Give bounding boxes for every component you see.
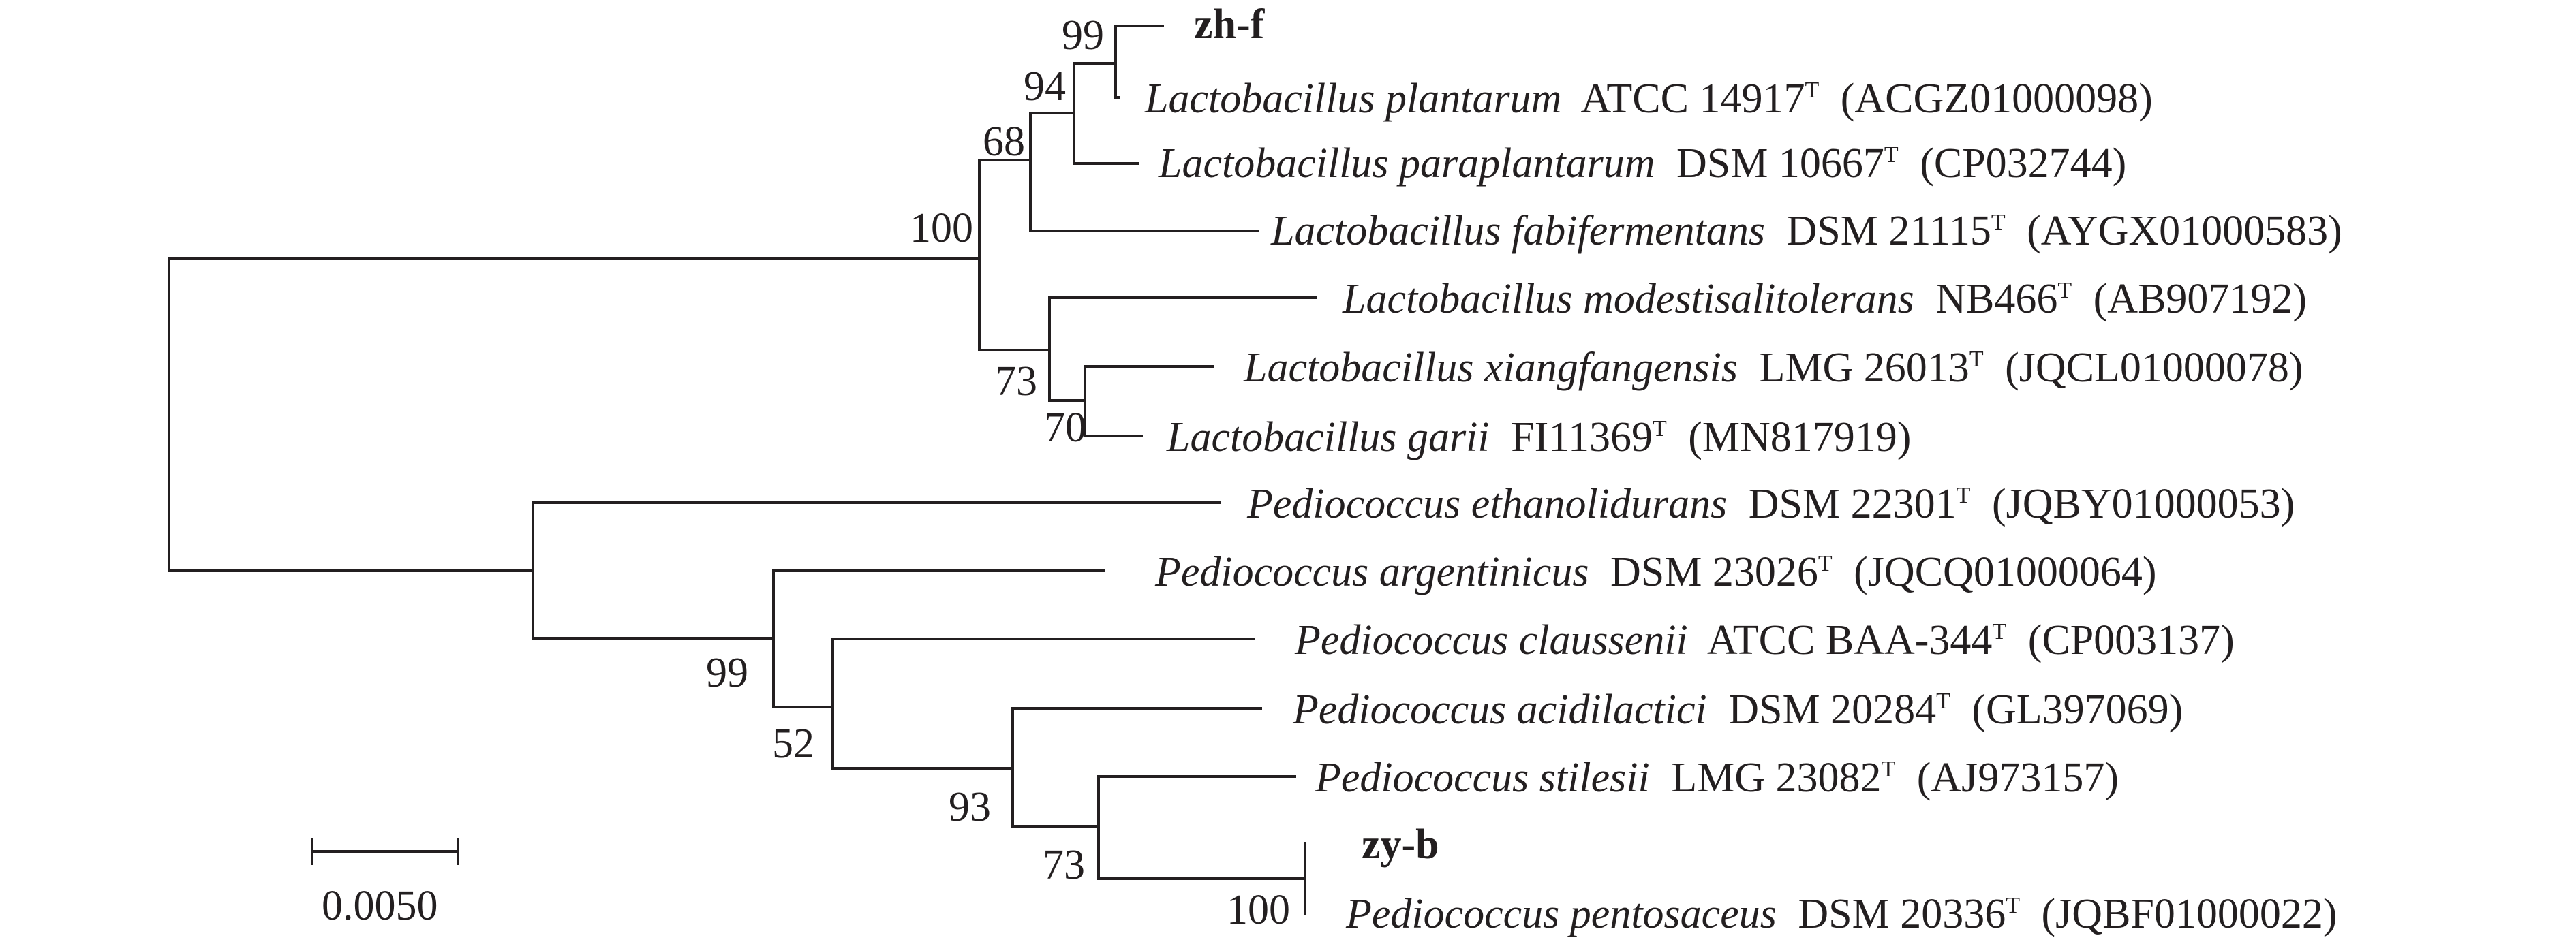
bootstrap-value: 94 bbox=[1024, 63, 1066, 110]
leaf-species: Pediococcus stilesii bbox=[1315, 755, 1650, 801]
leaf-strain: DSM 21115 bbox=[1787, 208, 1991, 254]
tree-branches bbox=[168, 25, 1317, 915]
leaf-accession: (AYGX01000583) bbox=[2027, 208, 2342, 254]
leaf-type-strain-mark: T bbox=[1969, 347, 1984, 372]
leaf-label: zh-f bbox=[1194, 1, 1266, 48]
leaf-type-strain-mark: T bbox=[1881, 757, 1895, 782]
leaf-label: zy-b bbox=[1362, 821, 1439, 868]
leaf-accession: (AB907192) bbox=[2094, 276, 2307, 322]
bootstrap-value: 100 bbox=[1227, 887, 1290, 933]
leaf-species: Pediococcus argentinicus bbox=[1154, 549, 1589, 595]
leaf-label: Lactobacillus garii FI11369T (MN817919) bbox=[1166, 399, 1911, 460]
bootstrap-value: 73 bbox=[995, 358, 1037, 405]
leaf-species: Pediococcus ethanolidurans bbox=[1246, 481, 1727, 527]
bootstrap-value: 52 bbox=[772, 721, 814, 767]
leaf-strain: LMG 23082 bbox=[1671, 755, 1881, 801]
leaf-strain: FI11369 bbox=[1511, 414, 1653, 460]
leaf-accession: (CP003137) bbox=[2028, 617, 2235, 663]
bootstrap-value: 99 bbox=[1062, 12, 1104, 59]
leaf-accession: (JQBY01000053) bbox=[1992, 481, 2295, 527]
bootstrap-value: 70 bbox=[1044, 405, 1086, 451]
leaf-label: Pediococcus argentinicus DSM 23026T (JQC… bbox=[1154, 534, 2156, 595]
leaf-species: Lactobacillus paraplantarum bbox=[1158, 140, 1655, 187]
leaf-accession: (CP032744) bbox=[1920, 140, 2126, 187]
leaf-accession: (GL397069) bbox=[1972, 687, 2183, 733]
leaf-accession: (JQBF01000022) bbox=[2042, 891, 2337, 937]
bootstrap-value: 99 bbox=[706, 650, 748, 696]
leaf-species: Lactobacillus garii bbox=[1166, 414, 1490, 460]
leaf-species: Pediococcus claussenii bbox=[1294, 617, 1688, 663]
leaf-strain: DSM 10667 bbox=[1676, 140, 1884, 187]
leaf-strain: DSM 23026 bbox=[1610, 549, 1818, 595]
leaf-species: Lactobacillus xiangfangensis bbox=[1243, 345, 1738, 391]
leaf-accession: (JQCQ01000064) bbox=[1854, 549, 2156, 595]
leaf-strain: LMG 26013 bbox=[1760, 345, 1969, 391]
leaf-type-strain-mark: T bbox=[1957, 483, 1971, 508]
leaf-species: Lactobacillus fabifermentans bbox=[1270, 208, 1765, 254]
leaf-type-strain-mark: T bbox=[1992, 619, 2006, 644]
leaf-type-strain-mark: T bbox=[1805, 78, 1819, 103]
leaf-label: Pediococcus ethanolidurans DSM 22301T (J… bbox=[1246, 466, 2295, 527]
leaf-label: Pediococcus pentosaceus DSM 20336T (JQBF… bbox=[1345, 876, 2337, 937]
leaf-strain: DSM 20336 bbox=[1798, 891, 2006, 937]
leaf-type-strain-mark: T bbox=[2057, 278, 2072, 303]
leaf-species: Pediococcus pentosaceus bbox=[1345, 891, 1777, 937]
leaf-label: Pediococcus stilesii LMG 23082T (AJ97315… bbox=[1315, 740, 2119, 801]
leaf-type-strain-mark: T bbox=[2006, 893, 2020, 918]
leaf-strain: NB466 bbox=[1935, 276, 2057, 322]
leaf-type-strain-mark: T bbox=[1884, 142, 1899, 168]
bootstrap-value: 68 bbox=[983, 119, 1025, 165]
leaf-type-strain-mark: T bbox=[1936, 689, 1950, 714]
leaf-accession: (ACGZ01000098) bbox=[1841, 76, 2153, 122]
scale-bar-label: 0.0050 bbox=[322, 883, 438, 929]
leaf-species: Lactobacillus plantarum bbox=[1144, 76, 1561, 122]
bootstrap-values: 99 94 68 100 73 70 99 52 93 73 100 bbox=[706, 12, 1290, 933]
leaf-label: Lactobacillus fabifermentans DSM 21115T … bbox=[1270, 193, 2342, 254]
leaf-strain: DSM 20284 bbox=[1728, 687, 1936, 733]
leaf-label: Lactobacillus modestisalitolerans NB466T… bbox=[1342, 261, 2307, 322]
leaf-label: Lactobacillus paraplantarum DSM 10667T (… bbox=[1158, 125, 2126, 187]
leaf-type-strain-mark: T bbox=[1653, 416, 1667, 441]
leaf-type-strain-mark: T bbox=[1818, 551, 1833, 576]
leaf-label: Lactobacillus plantarum ATCC 14917T (ACG… bbox=[1144, 61, 2153, 122]
scale-bar: 0.0050 bbox=[311, 838, 459, 929]
bootstrap-value: 100 bbox=[910, 205, 973, 251]
leaf-labels: zh-f Lactobacillus plantarum ATCC 14917T… bbox=[1144, 1, 2342, 937]
leaf-accession: (AJ973157) bbox=[1917, 755, 2119, 801]
leaf-strain: ATCC 14917 bbox=[1581, 76, 1805, 122]
bootstrap-value: 93 bbox=[949, 784, 991, 830]
leaf-accession: (JQCL01000078) bbox=[2005, 345, 2303, 391]
leaf-strain: ATCC BAA-344 bbox=[1707, 617, 1993, 663]
leaf-label: Lactobacillus xiangfangensis LMG 26013T … bbox=[1243, 330, 2303, 391]
leaf-species: Lactobacillus modestisalitolerans bbox=[1342, 276, 1914, 322]
leaf-type-strain-mark: T bbox=[1991, 210, 2006, 235]
leaf-species: Pediococcus acidilactici bbox=[1292, 687, 1707, 733]
bootstrap-value: 73 bbox=[1043, 842, 1085, 888]
leaf-label: Pediococcus acidilactici DSM 20284T (GL3… bbox=[1292, 672, 2183, 733]
leaf-label: Pediococcus claussenii ATCC BAA-344T (CP… bbox=[1294, 602, 2235, 663]
leaf-accession: (MN817919) bbox=[1688, 414, 1911, 460]
leaf-strain: DSM 22301 bbox=[1749, 481, 1957, 527]
